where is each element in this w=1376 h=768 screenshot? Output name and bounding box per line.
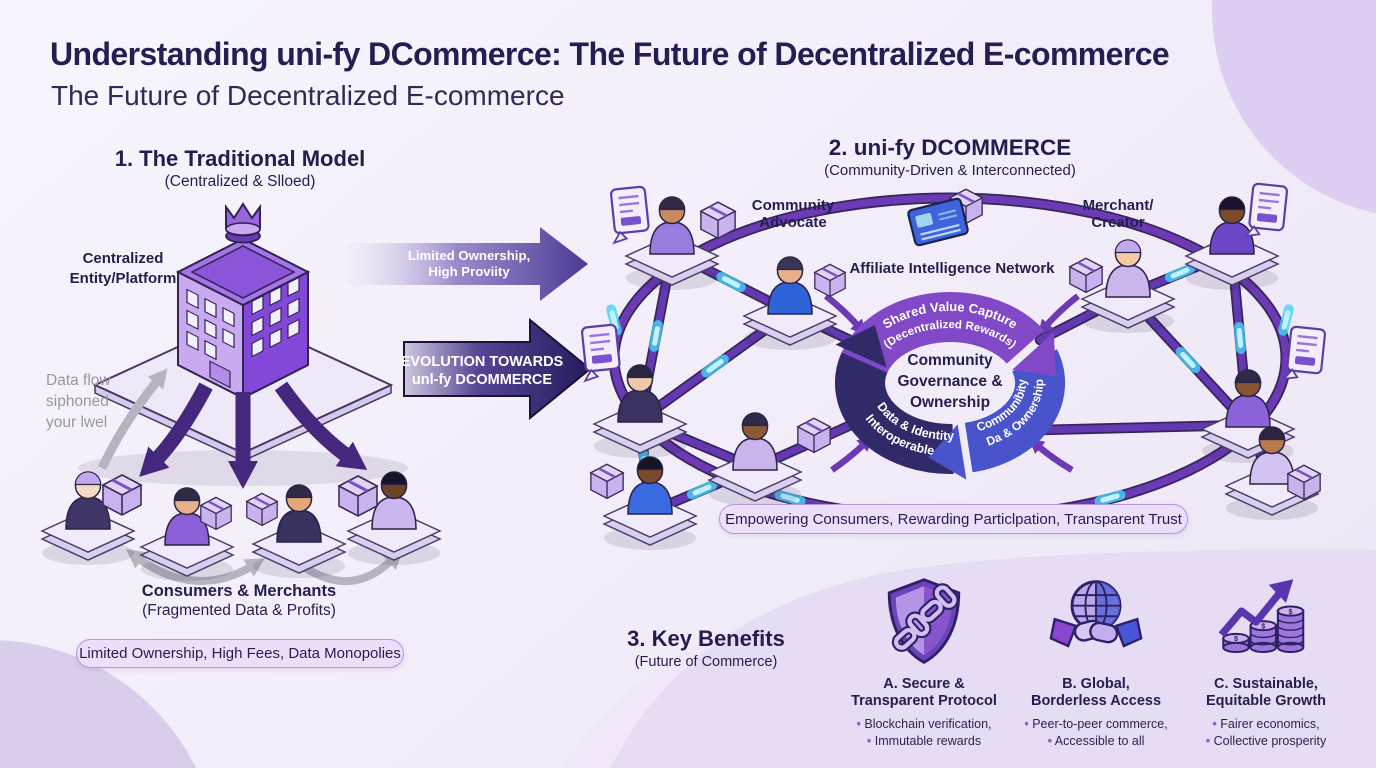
page-title: Understanding uni-fy DCommerce: The Futu… <box>50 36 1170 72</box>
governance-ring: Shared Value Capture (Decentralized Rewa… <box>835 292 1066 480</box>
data-flow-arrow <box>97 368 168 470</box>
benefit-global: B. Global, Borderless Access • Peer-to-p… <box>1008 572 1184 749</box>
benefit-secure: A. Secure & Transparent Protocol • Block… <box>836 572 1012 749</box>
arrow-evolution <box>403 317 592 421</box>
merchant-creator-label: Merchant/ Creator <box>1082 197 1154 231</box>
consumers-merchants-label: Consumers & Merchants <box>141 582 337 600</box>
benefit-bullet: • Peer-to-peer commerce, <box>1024 717 1168 731</box>
section3-title: 3. Key Benefits <box>627 626 785 651</box>
traditional-model-illustration <box>41 202 441 586</box>
building-windows-right <box>251 276 300 358</box>
bullet-dot: • <box>1205 734 1211 748</box>
consumers-merchants-sublabel: (Fragmented Data & Profits) <box>142 602 336 619</box>
currency-glyph: $ <box>1234 634 1238 643</box>
benefit-bullet: • Blockchain verification, <box>856 717 992 731</box>
dcommerce-summary-pill: Empowering Consumers, Rewarding Particlp… <box>719 504 1188 534</box>
arrow-top-label-1: Limited Ownership, <box>408 248 530 263</box>
globe-handshake-icon <box>1048 572 1144 672</box>
benefit-title: A. Secure & Transparent Protocol <box>851 676 997 709</box>
dcommerce-network: Shared Value Capture (Decentralized Rewa… <box>578 181 1327 551</box>
ring-segment-community-data <box>964 349 1066 473</box>
building-windows-left <box>186 288 235 389</box>
section1-title: 1. The Traditional Model <box>114 146 366 171</box>
section2-title: 2. uni-fy DCOMMERCE <box>828 135 1072 160</box>
benefit-bullet: • Fairer economics, <box>1212 717 1320 731</box>
growth-arrow <box>1218 590 1283 638</box>
benefit-growth: $ $ $ C. Sustainable, Equitable Growth •… <box>1178 572 1354 749</box>
arrow-top-label-2: High Proviity <box>428 264 510 279</box>
decor-blob-bottomleft <box>0 640 197 768</box>
arrow-limited-ownership <box>348 227 588 301</box>
bullet-dot: • <box>1047 734 1052 748</box>
traditional-summary-pill: Limited Ownership, High Fees, Data Monop… <box>76 639 404 668</box>
page-subtitle: The Future of Decentralized E-commerce <box>51 80 565 111</box>
siphon-arrows <box>139 381 368 489</box>
community-advocate-label: Community Advocate <box>751 197 835 231</box>
data-flow-note: Data flow siphoned your lwel <box>46 372 111 431</box>
crown-icon <box>225 202 261 244</box>
bullet-dot: • <box>1024 717 1029 731</box>
centralized-entity-label: Centralized Entity/Platform <box>69 250 177 287</box>
benefit-bullet: • Immutable rewards <box>866 734 982 748</box>
section1-subtitle: (Centralized & Slloed) <box>164 173 316 190</box>
decor-circle-topright <box>1212 0 1376 214</box>
affiliate-network-label: Affiliate Intelligence Network <box>849 260 1055 277</box>
benefit-bullet: • Collective prosperity <box>1205 734 1327 748</box>
currency-glyph: $ <box>1261 621 1265 630</box>
coins-growth-icon: $ $ $ <box>1216 572 1316 672</box>
section2-subtitle: (Community-Driven & Interconnected) <box>824 162 1076 179</box>
ring-center-label: Community Governance & Ownership <box>897 352 1003 411</box>
arrow-bottom-label-1: EVOLUTION TOWARDS <box>401 354 564 370</box>
currency-glyph: $ <box>1289 607 1293 616</box>
transition-arrows: Limited Ownership, High Proviity EVOLUTI… <box>348 227 592 421</box>
bullet-dot: • <box>1212 717 1217 731</box>
ring-segment-interoperable <box>835 352 954 474</box>
benefit-title: B. Global, Borderless Access <box>1030 676 1162 709</box>
decor-panel-bottomright <box>610 549 1376 768</box>
centralized-building <box>175 202 311 400</box>
ring-inflow-arrows <box>823 293 1081 473</box>
bullet-dot: • <box>866 734 872 748</box>
benefit-title: C. Sustainable, Equitable Growth <box>1205 676 1327 709</box>
arrow-bottom-label-2: unl-fy DCOMMERCE <box>412 372 552 388</box>
benefit-bullet: • Accessible to all <box>1047 734 1145 748</box>
shield-chain-icon <box>877 572 971 672</box>
bullet-dot: • <box>856 717 861 731</box>
section3-subtitle: (Future of Commerce) <box>634 654 778 670</box>
